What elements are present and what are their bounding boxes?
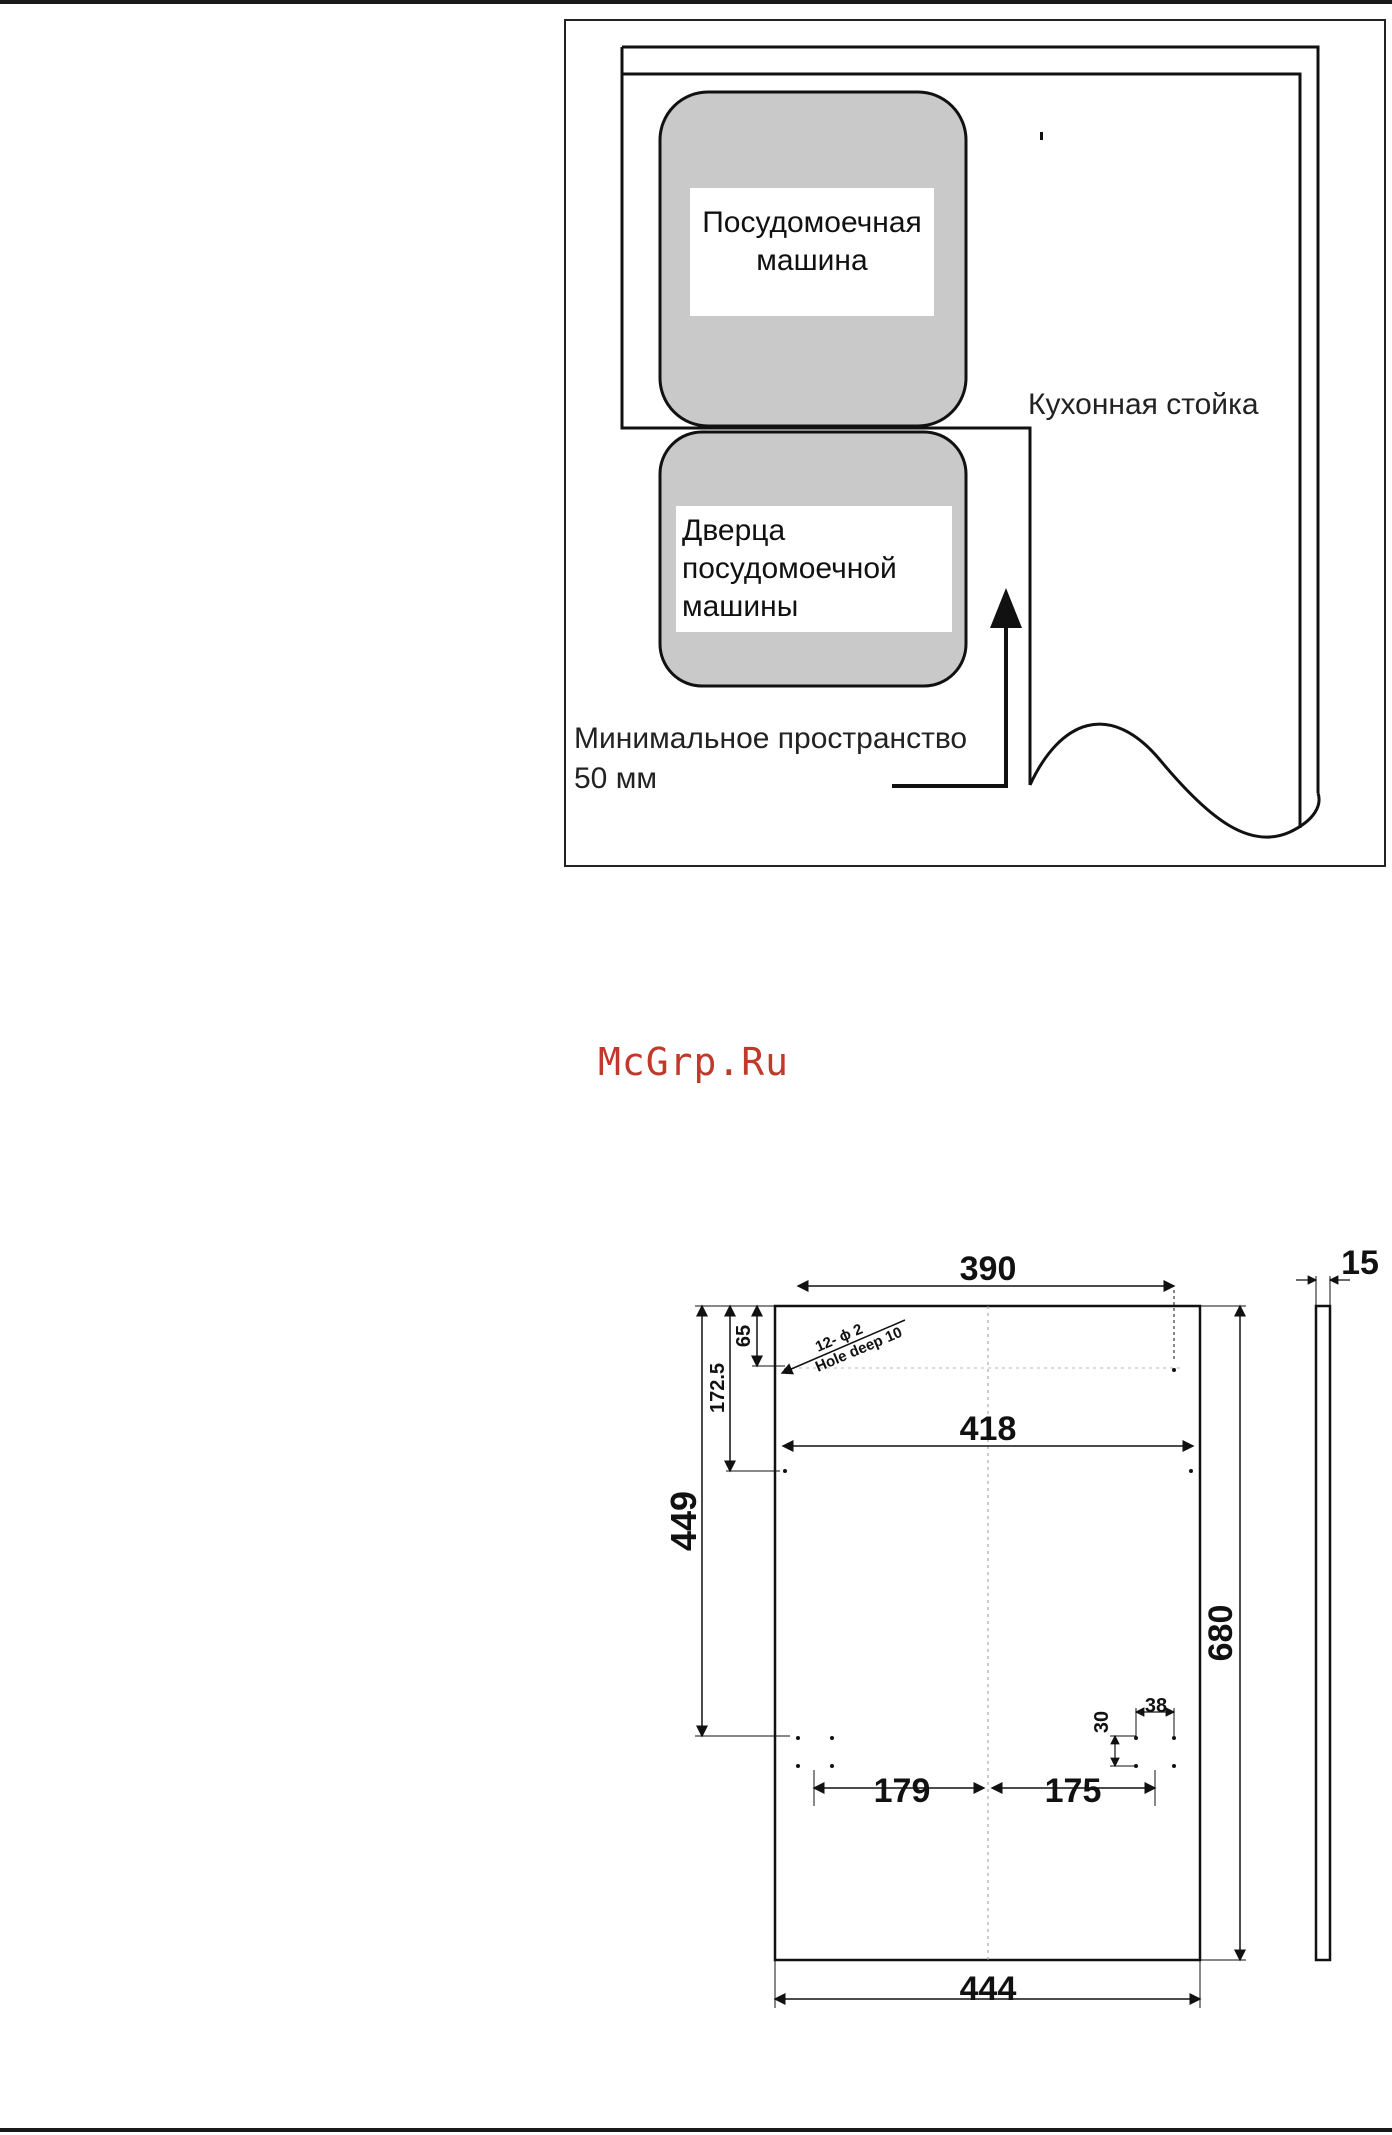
arrow-head-icon — [990, 588, 1022, 628]
door-label-3: машины — [682, 590, 798, 623]
door-label-2: посудомоечной — [682, 552, 897, 585]
installation-diagram: Посудомоечная машина Дверца посудомоечно… — [0, 0, 1392, 880]
counter-label: Кухонная стойка — [1028, 388, 1259, 421]
dim-444: 444 — [960, 1970, 1017, 2008]
watermark: McGrp.Ru — [598, 1040, 789, 1084]
dim-179: 179 — [874, 1772, 931, 1810]
hole-note-1: 12- ϕ 2 — [813, 1321, 865, 1356]
hole-note-2: Hole deep 10 — [813, 1324, 905, 1376]
dim-172-5: 172.5 — [707, 1363, 729, 1413]
dim-15: 15 — [1341, 1244, 1379, 1282]
dishwasher-label-2: машина — [756, 244, 868, 277]
dim-175: 175 — [1045, 1772, 1102, 1810]
dim-418: 418 — [960, 1410, 1017, 1448]
door-label-1: Дверца — [682, 514, 785, 547]
min-space-label-2: 50 мм — [574, 762, 657, 795]
panel-outline — [775, 1306, 1200, 1960]
dishwasher-label-1: Посудомоечная — [702, 206, 922, 239]
cut-line — [1030, 724, 1319, 837]
dim-38: 38 — [1145, 1695, 1167, 1717]
dim-30: 30 — [1091, 1711, 1113, 1733]
dim-65: 65 — [733, 1325, 755, 1347]
bottom-rule — [0, 2128, 1392, 2132]
dim-390: 390 — [960, 1250, 1017, 1288]
panel-side-view — [1316, 1306, 1330, 1960]
dim-680: 680 — [1202, 1605, 1240, 1662]
min-space-label-1: Минимальное пространство — [574, 722, 967, 755]
mounting-holes — [783, 1368, 1193, 1768]
dim-449: 449 — [663, 1491, 704, 1551]
